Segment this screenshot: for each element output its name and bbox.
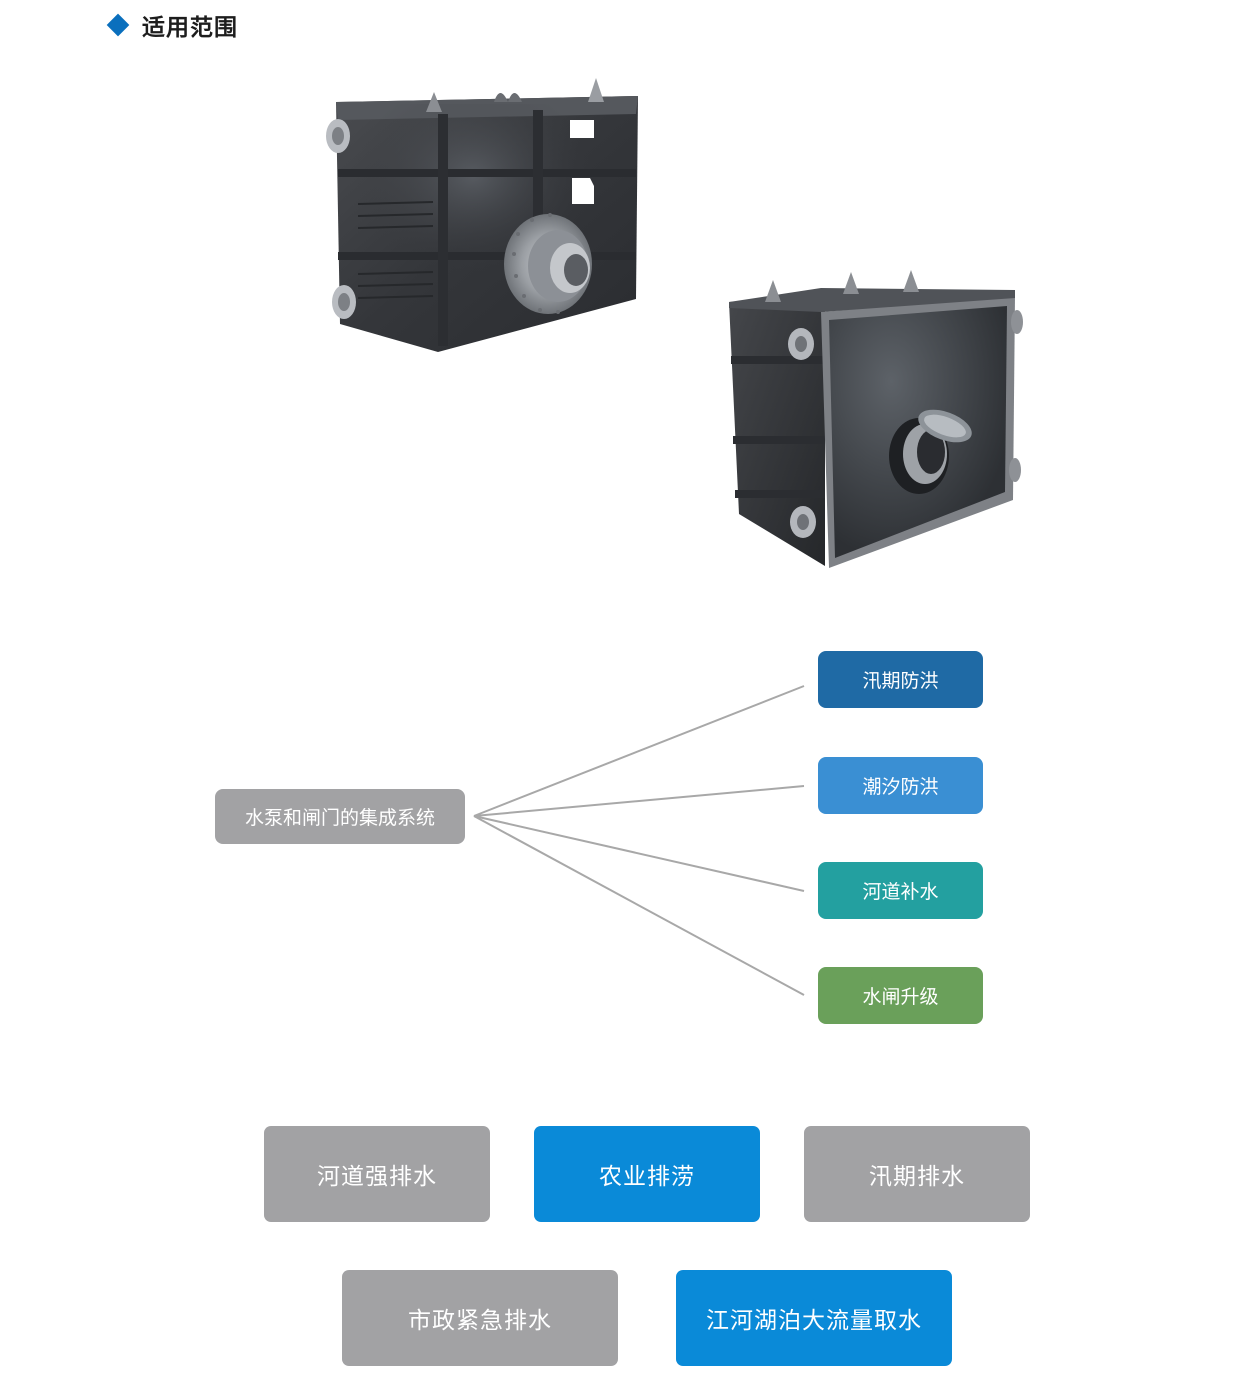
diagram-target-label: 水闸升级: [862, 986, 939, 1008]
section-header: 适用范围: [106, 8, 238, 42]
application-tile-farmland-drainage: 农业排涝: [534, 1126, 760, 1222]
connector-line: [473, 685, 805, 817]
application-tile-municipal-emergency: 市政紧急排水: [342, 1270, 618, 1366]
diamond-bullet-icon: [106, 13, 130, 37]
application-label: 市政紧急排水: [408, 1308, 552, 1334]
application-label: 农业排涝: [599, 1164, 695, 1190]
application-label: 汛期排水: [869, 1164, 965, 1190]
connector-line: [473, 785, 805, 817]
diagram-source-label: 水泵和闸门的集成系统: [244, 807, 435, 829]
diagram-target-label: 河道补水: [862, 881, 939, 903]
gate-module-image: [725, 266, 1025, 572]
diagram-target-label: 汛期防洪: [862, 670, 939, 692]
diagram-target-sluice-upgrade: 水闸升级: [818, 967, 983, 1024]
application-label: 河道强排水: [317, 1164, 437, 1190]
section-title: 适用范围: [142, 15, 238, 41]
diagram-target-flood-season: 汛期防洪: [818, 651, 983, 708]
application-tile-large-intake: 江河湖泊大流量取水: [676, 1270, 952, 1366]
connector-line: [473, 815, 805, 892]
diagram-target-label: 潮汐防洪: [862, 776, 939, 798]
diagram-target-tidal-flood: 潮汐防洪: [818, 757, 983, 814]
application-tile-river-drainage: 河道强排水: [264, 1126, 490, 1222]
application-label: 江河湖泊大流量取水: [706, 1308, 922, 1334]
diagram-target-river-replenish: 河道补水: [818, 862, 983, 919]
diagram-source-node: 水泵和闸门的集成系统: [215, 789, 465, 844]
application-tile-flood-season-drainage: 汛期排水: [804, 1126, 1030, 1222]
pump-module-image: [318, 74, 643, 354]
connector-line: [473, 815, 805, 996]
